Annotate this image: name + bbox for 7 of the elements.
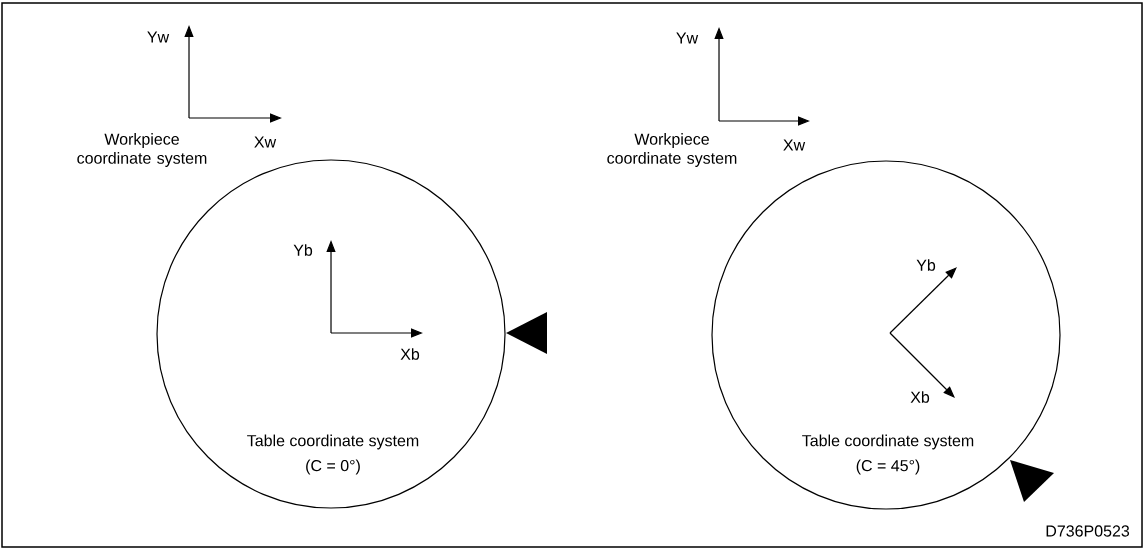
- axis-label: Xb: [910, 391, 930, 403]
- axis-label: Yb: [293, 244, 313, 256]
- axis-label: Xb: [400, 348, 420, 360]
- axis-label: Yw: [676, 32, 699, 44]
- axis-label: Yw: [147, 31, 170, 43]
- axis-label: Yb: [916, 259, 936, 271]
- figure-code: D736P0523: [1046, 525, 1130, 537]
